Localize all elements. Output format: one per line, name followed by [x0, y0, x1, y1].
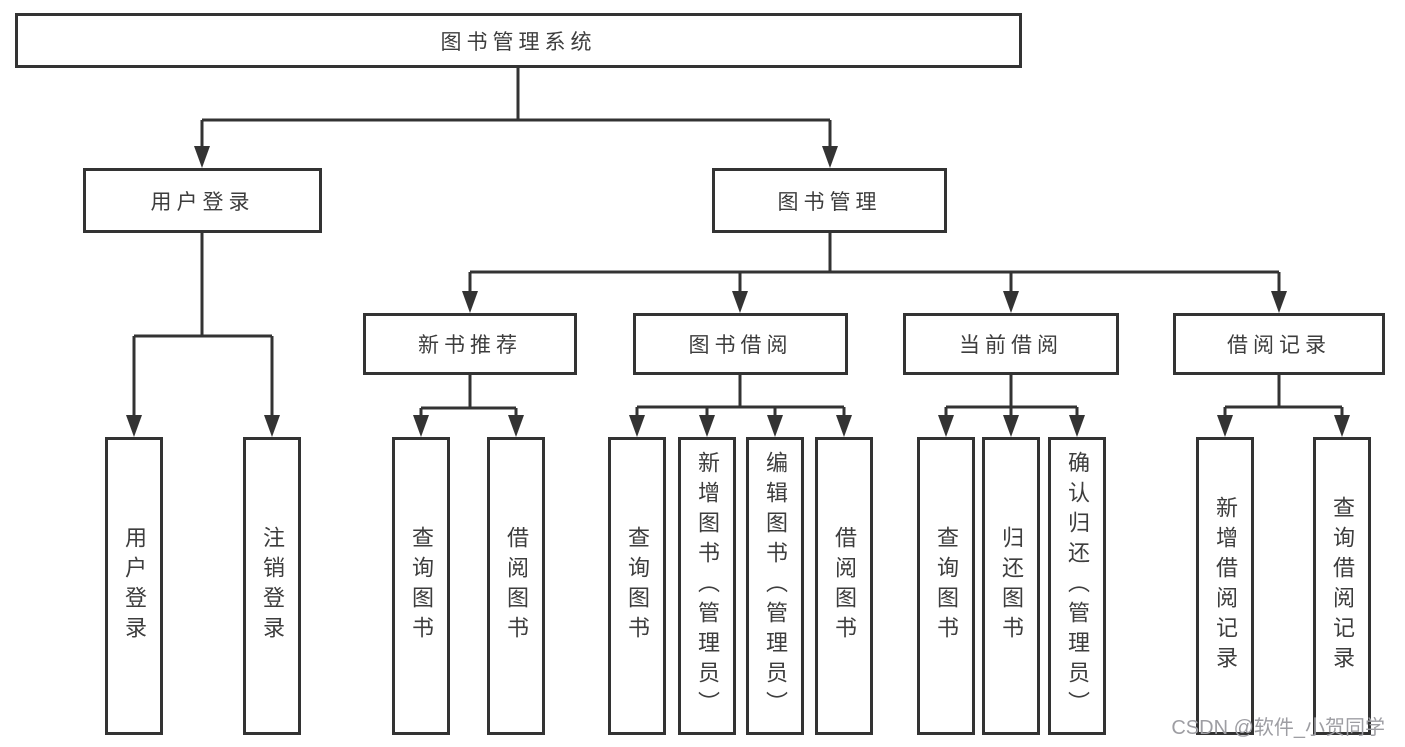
leaf-borrowing-borrow-books: 借阅图书 — [815, 437, 873, 735]
leaf-user-login: 用户登录 — [105, 437, 163, 735]
leaf-current-query-books: 查询图书 — [917, 437, 975, 735]
node-book-management: 图书管理 — [712, 168, 947, 233]
node-user-login: 用户登录 — [83, 168, 322, 233]
leaf-edit-books-admin: 编辑图书（管理员） — [746, 437, 804, 735]
leaf-logout: 注销登录 — [243, 437, 301, 735]
csdn-watermark: CSDN @软件_小贺同学 — [1171, 717, 1385, 739]
arrowheads — [126, 146, 1350, 437]
leaf-query-borrow-record: 查询借阅记录 — [1313, 437, 1371, 735]
leaf-recommend-borrow-books: 借阅图书 — [487, 437, 545, 735]
tree-connector-paths — [132, 68, 1344, 419]
node-new-book-recommendation: 新书推荐 — [363, 313, 577, 375]
leaf-confirm-return-admin: 确认归还（管理员） — [1048, 437, 1106, 735]
node-book-borrowing: 图书借阅 — [633, 313, 848, 375]
leaf-return-books: 归还图书 — [982, 437, 1040, 735]
leaf-add-books-admin: 新增图书（管理员） — [678, 437, 736, 735]
leaf-recommend-query-books: 查询图书 — [392, 437, 450, 735]
node-library-management-system: 图书管理系统 — [15, 13, 1022, 68]
leaf-add-borrow-record: 新增借阅记录 — [1196, 437, 1254, 735]
node-current-borrowing: 当前借阅 — [903, 313, 1119, 375]
node-borrowing-records: 借阅记录 — [1173, 313, 1385, 375]
leaf-borrowing-query-books: 查询图书 — [608, 437, 666, 735]
